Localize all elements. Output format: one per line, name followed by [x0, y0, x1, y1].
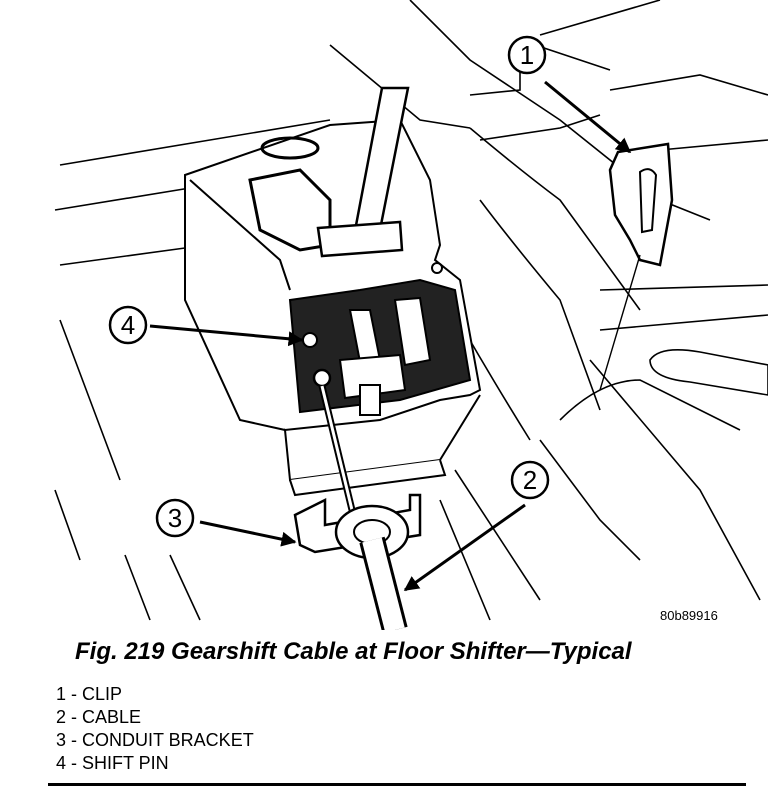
clip-leader-line — [599, 254, 641, 391]
housing-top-ring — [260, 136, 320, 160]
shift-pin — [302, 332, 318, 348]
legend-item-conduit-bracket: 3 - CONDUIT BRACKET — [56, 730, 254, 750]
legend-item-cable: 2 - CABLE — [56, 707, 142, 727]
housing-mount-hole — [431, 262, 443, 274]
internal-linkage — [338, 296, 432, 416]
callout-1-number: 1 — [520, 40, 534, 70]
lever-base — [316, 220, 404, 258]
callout-3-number: 3 — [168, 503, 182, 533]
legend-item-shift-pin: 4 - SHIFT PIN — [56, 753, 169, 773]
floor-console-lines — [54, 0, 768, 621]
callout-2-number: 2 — [523, 465, 537, 495]
figure-caption: Fig. 219 Gearshift Cable at Floor Shifte… — [75, 638, 632, 665]
callout-3: 3 — [155, 498, 297, 547]
callout-4: 4 — [108, 305, 304, 347]
bottom-rule — [48, 783, 746, 786]
cable-end-eye — [312, 368, 332, 388]
callout-2: 2 — [403, 460, 550, 592]
legend-item-clip: 1 - CLIP — [56, 684, 123, 704]
callout-4-number: 4 — [121, 310, 135, 340]
console-recess — [649, 349, 768, 396]
cable-inner — [362, 537, 405, 630]
callout-1: 1 — [507, 35, 632, 154]
shifter-cable-illustration: 1 2 3 4 — [54, 0, 768, 630]
image-code: 80b89916 — [660, 608, 718, 623]
cable-clip-slot — [638, 168, 658, 234]
housing-interior — [288, 278, 472, 414]
cable-rod-core — [320, 385, 354, 511]
legend-list: 1 - CLIP 2 - CABLE 3 - CONDUIT BRACKET 4… — [56, 683, 254, 775]
